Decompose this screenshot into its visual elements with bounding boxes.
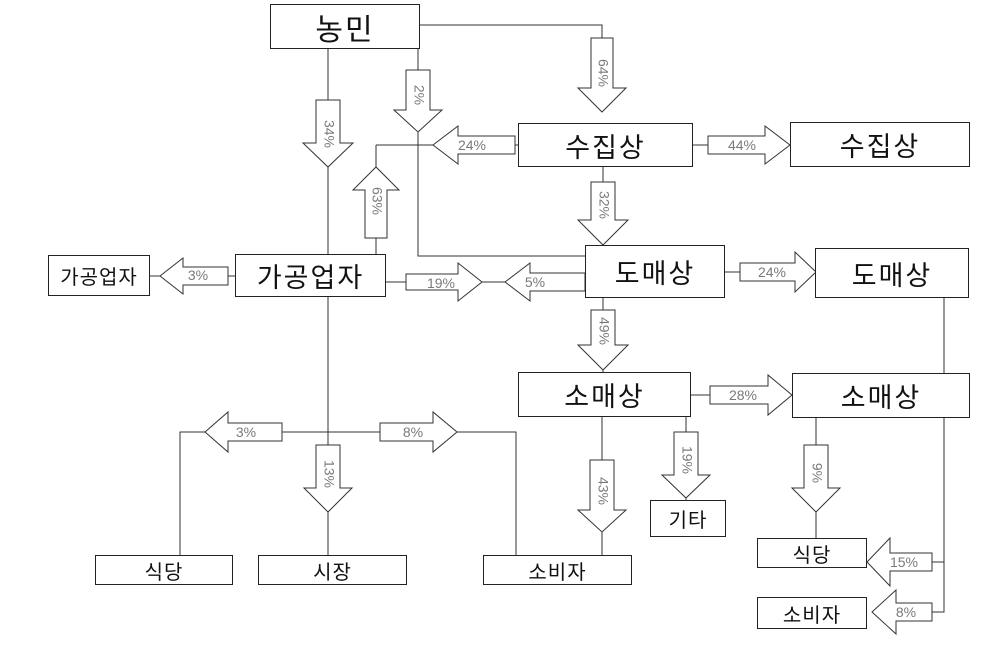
arrow-retailer2-restaurant: 9% [790, 444, 842, 513]
node-wholesaler-2: 도매상 [815, 248, 969, 298]
node-restaurant-right: 식당 [757, 538, 867, 568]
svg-text:44%: 44% [728, 137, 756, 153]
node-restaurant-left: 식당 [95, 555, 233, 585]
svg-text:15%: 15% [890, 554, 918, 570]
arrow-processor-consumer: 8% [379, 410, 458, 454]
node-retailer: 소매상 [518, 372, 691, 417]
arrow-wholesaler-retailer: 49% [576, 309, 630, 371]
svg-text:24%: 24% [458, 137, 486, 153]
arrow-collector-wholesaler: 32% [576, 181, 630, 246]
arrow-wholesaler-processor: 5% [504, 261, 586, 303]
arrow-farmer-wholesaler: 2% [392, 69, 444, 133]
node-wholesaler: 도매상 [585, 245, 725, 298]
node-consumer-right: 소비자 [757, 597, 867, 629]
arrow-wholesaler-wholesaler2: 24% [739, 250, 817, 294]
arrow-processor-market: 13% [302, 444, 354, 513]
node-collector: 수집상 [518, 123, 693, 167]
arrow-processor-restaurant: 3% [204, 410, 283, 454]
svg-text:24%: 24% [758, 264, 786, 280]
arrow-processor-up: 63% [351, 166, 401, 239]
arrow-retailer-retailer2: 28% [709, 373, 793, 417]
svg-text:9%: 9% [809, 463, 825, 483]
arrow-collector-processor: 24% [432, 124, 516, 166]
svg-text:49%: 49% [596, 317, 612, 345]
node-retailer-2: 소매상 [792, 373, 970, 418]
node-processor: 가공업자 [235, 254, 386, 297]
arrow-farmer-collector: 64% [576, 37, 628, 113]
connector-lines [150, 24, 945, 613]
arrow-retailer2-restaurant2: 15% [866, 536, 933, 588]
svg-text:19%: 19% [679, 446, 695, 474]
svg-text:2%: 2% [411, 85, 427, 105]
node-market: 시장 [258, 555, 407, 585]
arrow-retailer-other: 19% [660, 431, 712, 499]
svg-text:34%: 34% [321, 120, 337, 148]
svg-text:3%: 3% [188, 267, 208, 283]
arrow-processor-processor2: 3% [159, 256, 229, 296]
node-other: 기타 [650, 500, 726, 537]
node-farmer: 농민 [270, 4, 420, 49]
svg-text:8%: 8% [896, 604, 916, 620]
svg-text:19%: 19% [427, 275, 455, 291]
arrow-farmer-processor: 34% [301, 99, 355, 168]
svg-text:28%: 28% [729, 387, 757, 403]
arrow-retailer2-consumer: 8% [871, 588, 933, 636]
svg-text:32%: 32% [596, 191, 612, 219]
node-collector-2: 수집상 [790, 122, 970, 167]
flow-arrows: 64% 2% 34% 24% 44% 32% 63% 3% [159, 37, 933, 636]
arrow-processor-wholesaler: 19% [405, 261, 483, 303]
svg-text:63%: 63% [369, 187, 385, 215]
arrow-collector-collector2: 44% [707, 124, 791, 166]
svg-text:64%: 64% [595, 59, 611, 87]
svg-text:5%: 5% [525, 274, 545, 290]
node-consumer-mid: 소비자 [483, 555, 632, 585]
node-processor-2: 가공업자 [48, 255, 150, 296]
arrow-retailer-consumer: 43% [576, 459, 628, 533]
svg-text:13%: 13% [321, 460, 337, 488]
svg-text:3%: 3% [236, 424, 256, 440]
svg-text:8%: 8% [403, 424, 423, 440]
svg-text:43%: 43% [595, 477, 611, 505]
